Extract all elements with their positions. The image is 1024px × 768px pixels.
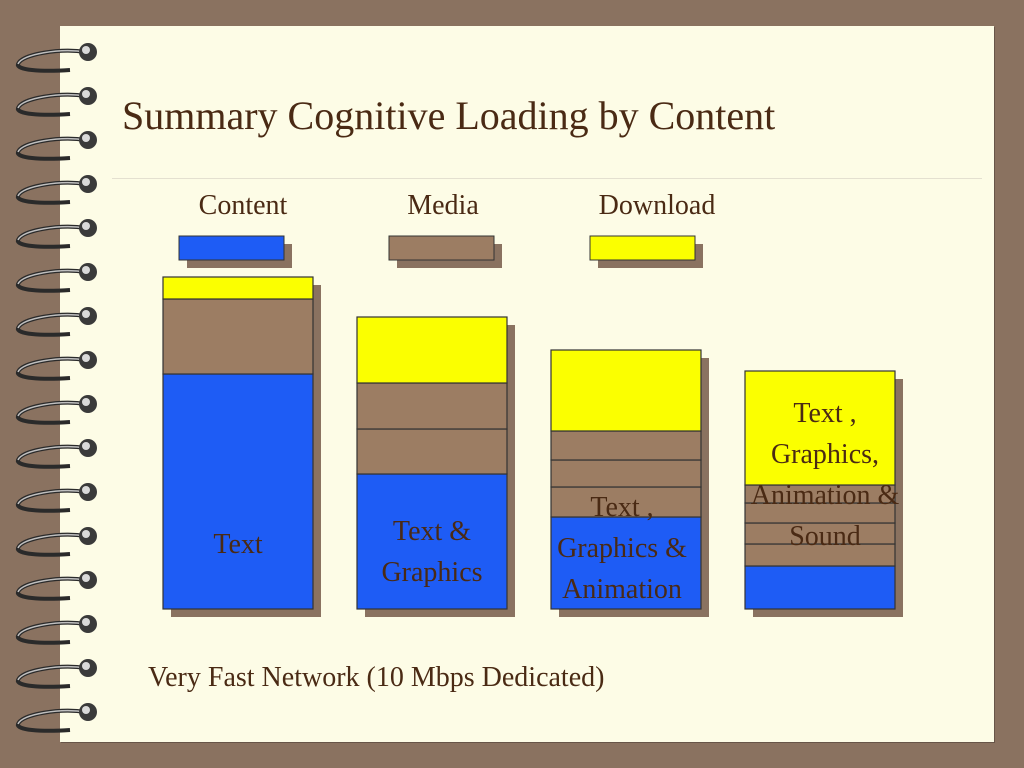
bar-segment-download (550, 349, 702, 432)
chart-subtitle: Very Fast Network (10 Mbps Dedicated) (148, 662, 605, 693)
bar-segment-media (162, 298, 314, 375)
spiral-ring (16, 87, 97, 117)
spiral-ring (16, 263, 97, 293)
spiral-ring (16, 351, 97, 381)
bar-segment-media (550, 486, 702, 518)
bar-label: Text ,Graphics,Animation &Sound (751, 398, 900, 552)
spiral-ring (16, 659, 97, 689)
spiral-ring (16, 395, 97, 425)
spiral-ring (16, 439, 97, 469)
page-title: Summary Cognitive Loading by Content (122, 93, 776, 138)
legend-swatch-media (388, 235, 495, 261)
legend-label-download: Download (598, 190, 716, 221)
legend-swatch-content (178, 235, 285, 261)
spiral-ring (16, 483, 97, 513)
bar-label: Text (213, 529, 263, 560)
title-divider (112, 178, 982, 179)
bar-segment-media (550, 459, 702, 488)
bar-segment-media (550, 430, 702, 461)
bar-segment-download (744, 370, 896, 486)
bar-segment-download (356, 316, 508, 384)
bar-label: Text &Graphics (381, 516, 482, 588)
bar-segment-media (356, 382, 508, 430)
spiral-ring (16, 175, 97, 205)
spiral-ring (16, 131, 97, 161)
spiral-ring (16, 703, 97, 733)
legend-swatch-download (589, 235, 696, 261)
spiral-ring (16, 571, 97, 601)
spiral-ring (16, 527, 97, 557)
legend-label-content: Content (198, 190, 288, 221)
spiral-ring (16, 43, 97, 73)
bar-segment-content (550, 516, 702, 610)
bar-label: Text ,Graphics &Animation (557, 492, 687, 605)
spiral-binding (16, 43, 97, 733)
bar-segment-content (162, 373, 314, 610)
legend-label-media: Media (407, 190, 479, 221)
bar-segment-content (744, 565, 896, 610)
spiral-ring (16, 219, 97, 249)
spiral-ring (16, 615, 97, 645)
spiral-ring (16, 307, 97, 337)
bar-segment-media (356, 428, 508, 475)
bar-segment-download (162, 276, 314, 300)
